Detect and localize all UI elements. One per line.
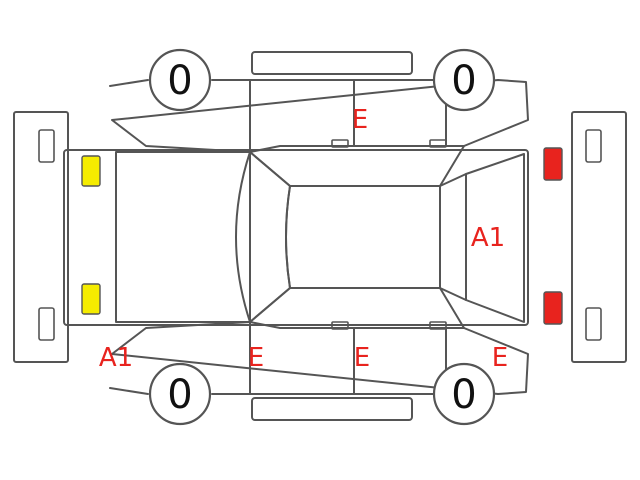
wheel-front-right: 0 bbox=[148, 362, 212, 426]
wheel-front-right-value: 0 bbox=[167, 372, 192, 418]
mark-rear-left-door: E bbox=[352, 105, 368, 135]
top-side-sill bbox=[251, 51, 413, 75]
wheel-rear-left-value: 0 bbox=[451, 58, 476, 104]
top-view-body bbox=[63, 145, 529, 329]
front-left-headlamp bbox=[81, 155, 101, 187]
rear-right-taillamp bbox=[543, 291, 563, 325]
mark-front-bumper: A1 bbox=[99, 343, 133, 373]
wheel-front-left-value: 0 bbox=[167, 58, 192, 104]
rear-bumper bbox=[571, 111, 627, 363]
mark-front-right-door: E bbox=[248, 343, 264, 373]
mark-rear-right-quarter: E bbox=[492, 343, 508, 373]
bottom-side-sill bbox=[251, 397, 413, 421]
front-bumper bbox=[13, 111, 69, 363]
top-door-lines bbox=[249, 79, 447, 153]
front-right-headlamp bbox=[81, 283, 101, 315]
rear-left-taillamp bbox=[543, 147, 563, 181]
bottom-door-lines bbox=[249, 321, 447, 395]
wheel-front-left: 0 bbox=[148, 48, 212, 112]
wheel-rear-right-value: 0 bbox=[451, 372, 476, 418]
mark-rear-right-door: E bbox=[354, 343, 370, 373]
wheel-rear-right: 0 bbox=[432, 362, 496, 426]
mark-rear-window: A1 bbox=[471, 223, 505, 253]
wheel-rear-left: 0 bbox=[432, 48, 496, 112]
